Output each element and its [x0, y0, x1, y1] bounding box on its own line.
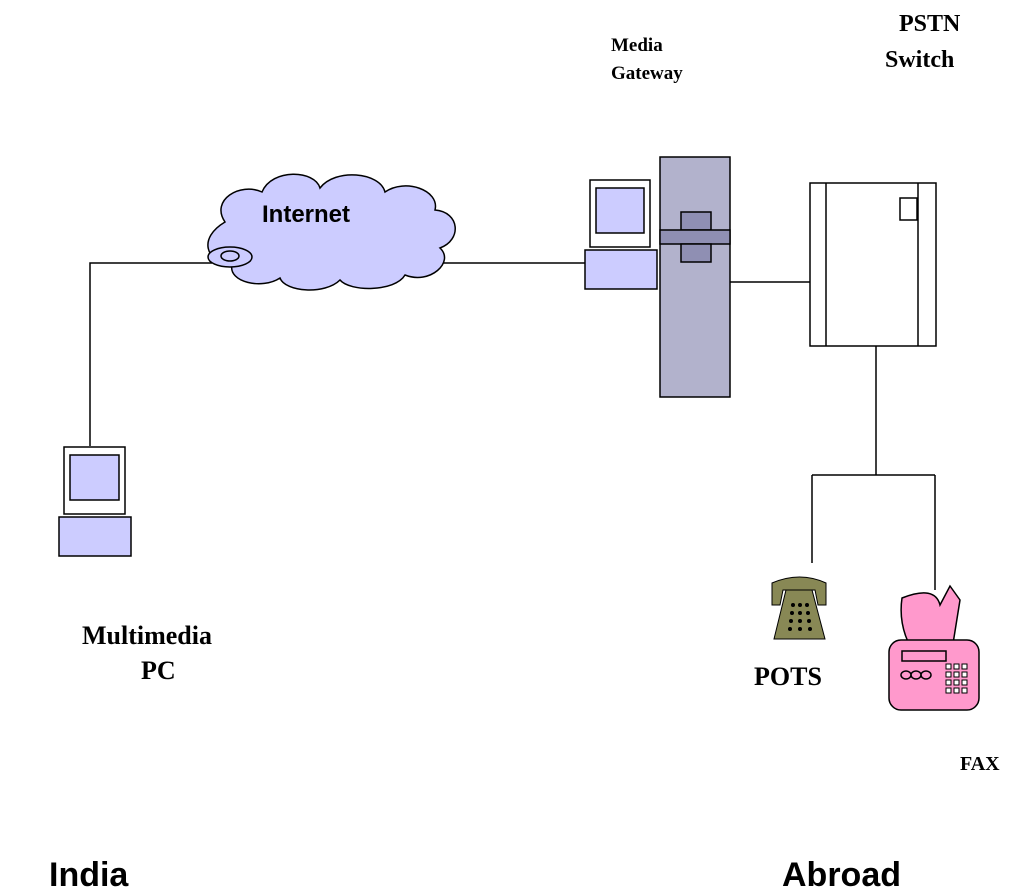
gateway-pc-icon [584, 179, 658, 290]
multimedia-pc-icon [58, 446, 132, 557]
gateway-module-top [680, 211, 712, 231]
gateway-module-bottom [680, 243, 712, 263]
link-pc-internet [89, 262, 212, 446]
media-gateway-label-line1: Media [611, 35, 663, 56]
cloud-tail-inner [220, 250, 240, 262]
gateway-pc-screen [595, 187, 645, 234]
pots-phone-icon [771, 576, 827, 640]
media-gateway-label-line2: Gateway [611, 63, 683, 84]
phone-keypad [788, 603, 812, 631]
media-gateway-icon [659, 156, 731, 398]
pc-base [58, 516, 132, 557]
internet-cloud: Internet [207, 173, 456, 291]
pc-screen [69, 454, 120, 501]
phone-handset [771, 576, 827, 606]
connection-lines [89, 262, 936, 590]
fax-display [901, 650, 947, 662]
pstn-switch-icon [809, 182, 937, 347]
pstn-label-line1: PSTN [899, 11, 961, 37]
gateway-tower [659, 156, 731, 398]
gateway-band [659, 229, 731, 245]
fax-machine-icon [888, 584, 980, 711]
internet-label: Internet [262, 201, 350, 228]
cloud-shape [207, 173, 456, 291]
pstn-indicator [899, 197, 918, 221]
pots-label: POTS [754, 662, 822, 691]
region-right-label: Abroad [782, 856, 901, 890]
pstn-label-line2: Switch [885, 47, 954, 73]
pc-label-line1: Multimedia [82, 621, 212, 650]
fax-keypad [945, 663, 968, 694]
gateway-pc-base [584, 249, 658, 290]
fax-label: FAX [960, 753, 1000, 775]
pc-label-line2: PC [141, 656, 176, 685]
region-left-label: India [49, 856, 129, 890]
fax-paper [900, 584, 961, 651]
cloud-tail-outer [207, 246, 253, 268]
fax-dial-holes [900, 670, 932, 680]
